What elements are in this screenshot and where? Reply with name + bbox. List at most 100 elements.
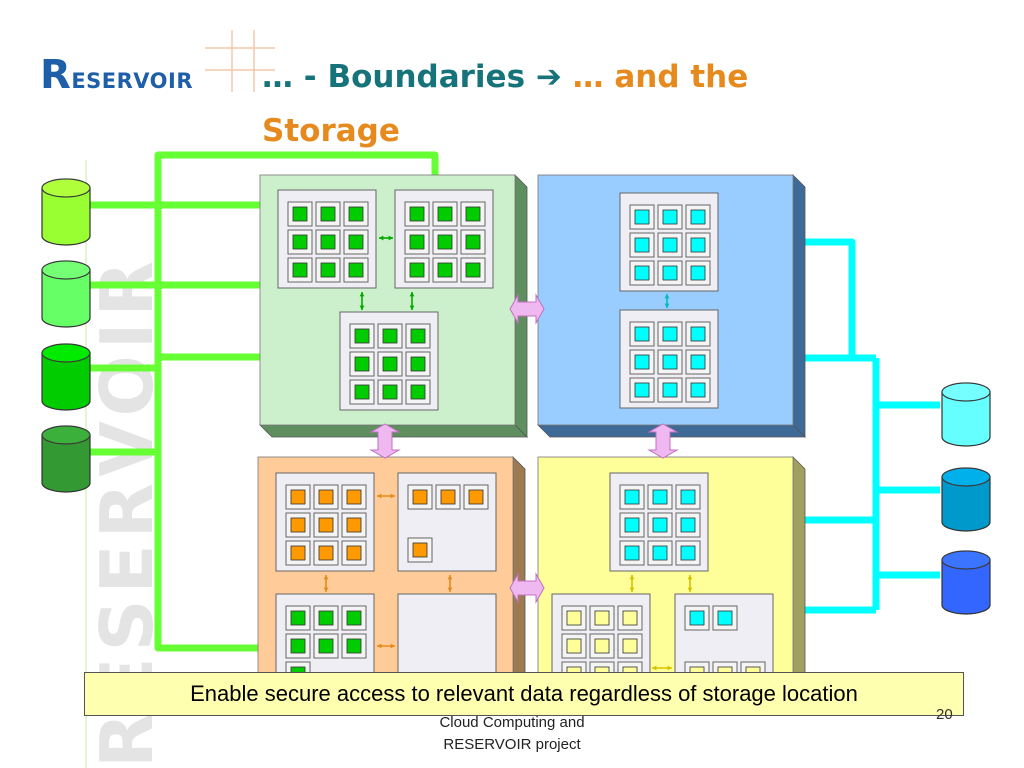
- key-message-banner: Enable secure access to relevant data re…: [84, 672, 964, 716]
- vm: [622, 610, 638, 626]
- vm: [346, 638, 362, 654]
- storage-cylinder-left-2: [41, 260, 91, 328]
- cylinder-body: [41, 187, 91, 246]
- vm: [290, 545, 306, 561]
- arrow-head: [447, 587, 453, 592]
- banner-text: Enable secure access to relevant data re…: [190, 681, 858, 706]
- arrow-head: [664, 303, 670, 308]
- title-part1: … - Boundaries: [262, 59, 526, 95]
- vm: [348, 262, 364, 278]
- site-side: [792, 174, 806, 438]
- cylinder-body: [41, 352, 91, 411]
- arrow-head: [323, 587, 329, 592]
- cylinder-body: [941, 476, 991, 532]
- vm-slot: [341, 633, 367, 659]
- vm-slot: [432, 257, 458, 283]
- vm: [566, 638, 582, 654]
- vm: [622, 638, 638, 654]
- storage-cylinder-left-4: [41, 425, 91, 493]
- vm: [634, 382, 650, 398]
- arrow-head: [652, 665, 657, 671]
- migration-arrow: [629, 575, 635, 592]
- vm-slot: [315, 257, 341, 283]
- intersite-connector-bottom: [509, 572, 545, 604]
- cylinder-body: [941, 559, 991, 615]
- vm: [662, 237, 678, 253]
- vm: [594, 610, 610, 626]
- host-blue-1: [619, 192, 719, 292]
- arrow-head: [377, 643, 382, 649]
- vm: [717, 610, 733, 626]
- vm: [680, 489, 696, 505]
- vm: [662, 209, 678, 225]
- vm: [624, 517, 640, 533]
- vm: [318, 489, 334, 505]
- vm: [465, 206, 481, 222]
- vm: [689, 610, 705, 626]
- title-part3: Storage: [262, 113, 400, 149]
- vm: [437, 206, 453, 222]
- vm-slot: [432, 201, 458, 227]
- vm: [680, 517, 696, 533]
- migration-arrow: [377, 643, 395, 649]
- vm-slot: [377, 323, 403, 349]
- vm: [680, 545, 696, 561]
- slide-title: … - Boundaries ➔ … and the Storage: [262, 50, 1002, 158]
- vm: [437, 262, 453, 278]
- vm: [437, 234, 453, 250]
- vm: [652, 517, 668, 533]
- arrow-head: [359, 292, 365, 297]
- title-part2: … and the: [572, 59, 749, 95]
- vm: [662, 382, 678, 398]
- migration-arrow: [652, 665, 672, 671]
- vm: [440, 489, 456, 505]
- vm: [346, 517, 362, 533]
- storage-link-green: [154, 560, 278, 652]
- vm: [662, 354, 678, 370]
- host-orange-4-empty: [397, 593, 497, 681]
- vm: [652, 545, 668, 561]
- vm: [634, 265, 650, 281]
- vm: [292, 234, 308, 250]
- arrow-head: [388, 235, 393, 241]
- host-yellow-3: [674, 593, 774, 687]
- host-orange-2: [397, 472, 497, 572]
- storage-cylinder-left-3: [41, 343, 91, 411]
- storage-cylinder-right-2: [941, 467, 991, 532]
- host-orange-1: [275, 472, 375, 572]
- intersite-connector-left: [369, 423, 401, 459]
- footer-line2: RESERVOIR project: [443, 736, 581, 753]
- migration-arrow: [687, 575, 693, 592]
- vm-slot: [349, 379, 375, 405]
- vm: [354, 356, 370, 372]
- vm-slot: [349, 351, 375, 377]
- vm: [412, 542, 428, 558]
- host-yellow-2: [551, 593, 651, 687]
- cylinder-body: [41, 269, 91, 328]
- migration-arrow: [447, 575, 453, 592]
- arrow-head: [390, 493, 395, 499]
- host-blue-2: [619, 309, 719, 409]
- vm: [346, 610, 362, 626]
- vm: [348, 206, 364, 222]
- logo-rest: ESERVOIR: [71, 69, 194, 93]
- vm: [320, 234, 336, 250]
- logo-first-letter: R: [40, 52, 72, 98]
- vm-slot: [405, 323, 431, 349]
- storage-cylinder-left-1: [41, 178, 91, 246]
- vm-slot: [657, 349, 683, 375]
- arrow-head: [390, 643, 395, 649]
- arrow-head: [687, 587, 693, 592]
- vm: [290, 517, 306, 533]
- arrow-head: [359, 305, 365, 310]
- page-number: 20: [936, 706, 953, 723]
- host-green-2: [394, 189, 494, 289]
- arrow-head: [409, 292, 415, 297]
- vm: [382, 356, 398, 372]
- vm: [468, 489, 484, 505]
- vm: [290, 638, 306, 654]
- vm: [348, 234, 364, 250]
- vm-slot: [712, 605, 738, 631]
- host-orange-3: [275, 593, 375, 687]
- vm: [410, 328, 426, 344]
